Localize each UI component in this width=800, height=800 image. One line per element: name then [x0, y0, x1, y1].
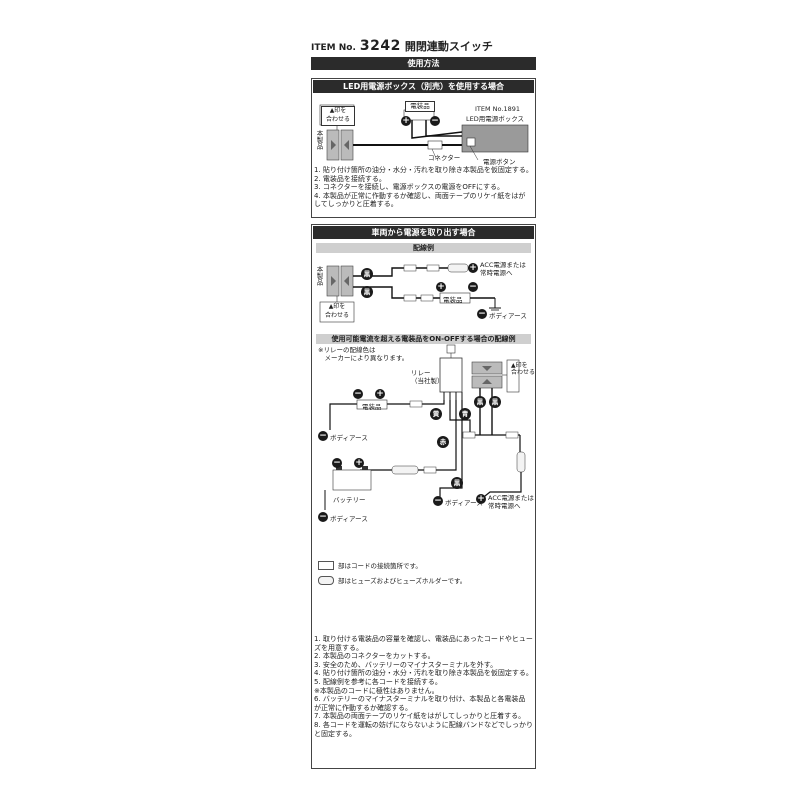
- plus-icon: +: [468, 263, 478, 273]
- relay-device-label: 電装品: [362, 403, 382, 411]
- step-item: 3. コネクターを接続し、電源ボックスの電源をOFFにする。: [314, 183, 505, 192]
- section1-title-bar: LED用電源ボックス（別売）を使用する場合: [313, 80, 534, 93]
- minus-icon: −: [477, 309, 487, 319]
- relay-acc-label: ACC電源または 常時電源へ: [488, 494, 534, 510]
- wire-tag-black: 黒: [489, 396, 501, 408]
- step-item: 4. 本製品が正常に作動するか確認し、両面テープのリケイ紙をはが: [314, 191, 526, 200]
- legend-connection-text: 部はコードの接続箇所です。: [338, 562, 422, 570]
- minus-icon: −: [353, 389, 363, 399]
- wire-tag-black: 黒: [361, 268, 373, 280]
- relay-title-bar: 使用可能電流を超える電装品をON-OFFする場合の配線例: [316, 334, 531, 344]
- section1-arrow-label: ▲印を 合わせる: [321, 106, 355, 126]
- step-item: 4. 貼り付け箇所の油分・水分・汚れを取り除き本製品を仮固定する。: [314, 669, 533, 678]
- minus-icon: −: [468, 282, 478, 292]
- item-number: 3242: [359, 38, 401, 54]
- section2-arrow-label: ▲印を 合わせる: [321, 303, 353, 321]
- plus-icon: +: [436, 282, 446, 292]
- section2-steps: 1. 取り付ける電装品の容量を確認し、電装品にあったコードやヒュー ズを用意する…: [314, 635, 534, 738]
- plus-icon: +: [401, 116, 411, 126]
- legend-fuse-icon: [318, 576, 334, 585]
- wire-tag-black: 黒: [474, 396, 486, 408]
- step-item: ※本製品のコードに極性はありません。: [314, 686, 439, 695]
- relay-earth-label: ボディアース: [445, 499, 483, 507]
- step-item: 2. 電装品を接続する。: [314, 174, 386, 183]
- section1-body-label: 本製品: [315, 130, 323, 150]
- wire-tag-yellow: 黄: [430, 408, 442, 420]
- minus-icon: −: [318, 512, 328, 522]
- connector-label: コネクター: [428, 154, 461, 162]
- section1-device-label: 電装品: [405, 101, 435, 112]
- plus-icon: +: [476, 494, 486, 504]
- legend-connection-icon: [318, 561, 334, 570]
- relay-label: リレー （当社製）: [411, 369, 444, 385]
- item-title: ITEM No. 3242 開閉連動スイッチ: [311, 38, 536, 56]
- relay-arrow-label: ▲印を 合わせる: [511, 362, 535, 376]
- wire-tag-black: 黒: [361, 286, 373, 298]
- arrow-mark-left-icon: [331, 140, 336, 150]
- legend-fuse-text: 部はヒューズおよびヒューズホルダーです。: [338, 577, 467, 585]
- power-box-label: LED用電源ボックス: [466, 115, 525, 123]
- usage-title-bar: 使用方法: [311, 57, 536, 70]
- section2-title-bar: 車両から電源を取り出す場合: [313, 226, 534, 239]
- step-item: してしっかりと圧着する。: [314, 200, 398, 209]
- step-item: 8. 各コードを運転の妨げにならないように配線バンドなどでしっかり: [314, 720, 533, 729]
- minus-icon: −: [332, 458, 342, 468]
- relay-note: ※リレーの配線色は メーカーにより異なります。: [318, 346, 409, 362]
- battery-icon: [332, 469, 372, 491]
- power-button-icon: [466, 137, 476, 147]
- minus-icon: −: [430, 116, 440, 126]
- step-item: 7. 本製品の両面テープのリケイ紙をはがしてしっかりと圧着する。: [314, 712, 526, 721]
- relay-body-earth-label: ボディアース: [330, 434, 368, 442]
- section2-body-label: 本製品: [315, 266, 323, 286]
- section1-steps: 1. 貼り付け箇所の油分・水分・汚れを取り除き本製品を仮固定する。 2. 電装品…: [314, 166, 534, 209]
- step-item: ズを用意する。: [314, 643, 363, 652]
- battery-body-earth-label: ボディアース: [330, 515, 368, 523]
- minus-icon: −: [433, 496, 443, 506]
- step-item: 5. 配線例を参考に各コードを接続する。: [314, 677, 442, 686]
- relay-icon: [439, 357, 463, 393]
- plus-icon: +: [375, 389, 385, 399]
- power-button-label: 電源ボタン: [483, 158, 516, 166]
- device-label: 電装品: [443, 296, 463, 304]
- step-item: 1. 貼り付け箇所の油分・水分・汚れを取り除き本製品を仮固定する。: [314, 166, 533, 174]
- arrow-mark-right-icon: [344, 140, 349, 150]
- step-item: 6. バッテリーのマイナスターミナルを取り付け、本製品と各電装品: [314, 695, 526, 704]
- plus-icon: +: [354, 458, 364, 468]
- acc-label: ACC電源または 常時電源へ: [480, 261, 526, 277]
- wire-tag-red: 赤: [437, 436, 449, 448]
- wire-tag-blue: 青: [459, 408, 471, 420]
- step-item: 3. 安全のため、バッテリーのマイナスターミナルを外す。: [314, 660, 498, 669]
- wire-tag-black: 黒: [451, 477, 463, 489]
- body-earth-label: ボディアース: [489, 312, 527, 320]
- item-1891-label: ITEM No.1891: [475, 105, 521, 113]
- item-prefix: ITEM No.: [311, 43, 356, 53]
- product-name: 開閉連動スイッチ: [404, 40, 493, 53]
- wiring-title-bar: 配線例: [316, 243, 531, 253]
- battery-label: バッテリー: [333, 496, 366, 504]
- step-item: 1. 取り付ける電装品の容量を確認し、電装品にあったコードやヒュー: [314, 635, 533, 643]
- minus-icon: −: [318, 431, 328, 441]
- step-item: 2. 本製品のコネクターをカットする。: [314, 652, 435, 661]
- step-item: と固定する。: [314, 729, 356, 738]
- step-item: が正常に作動するか確認する。: [314, 703, 412, 712]
